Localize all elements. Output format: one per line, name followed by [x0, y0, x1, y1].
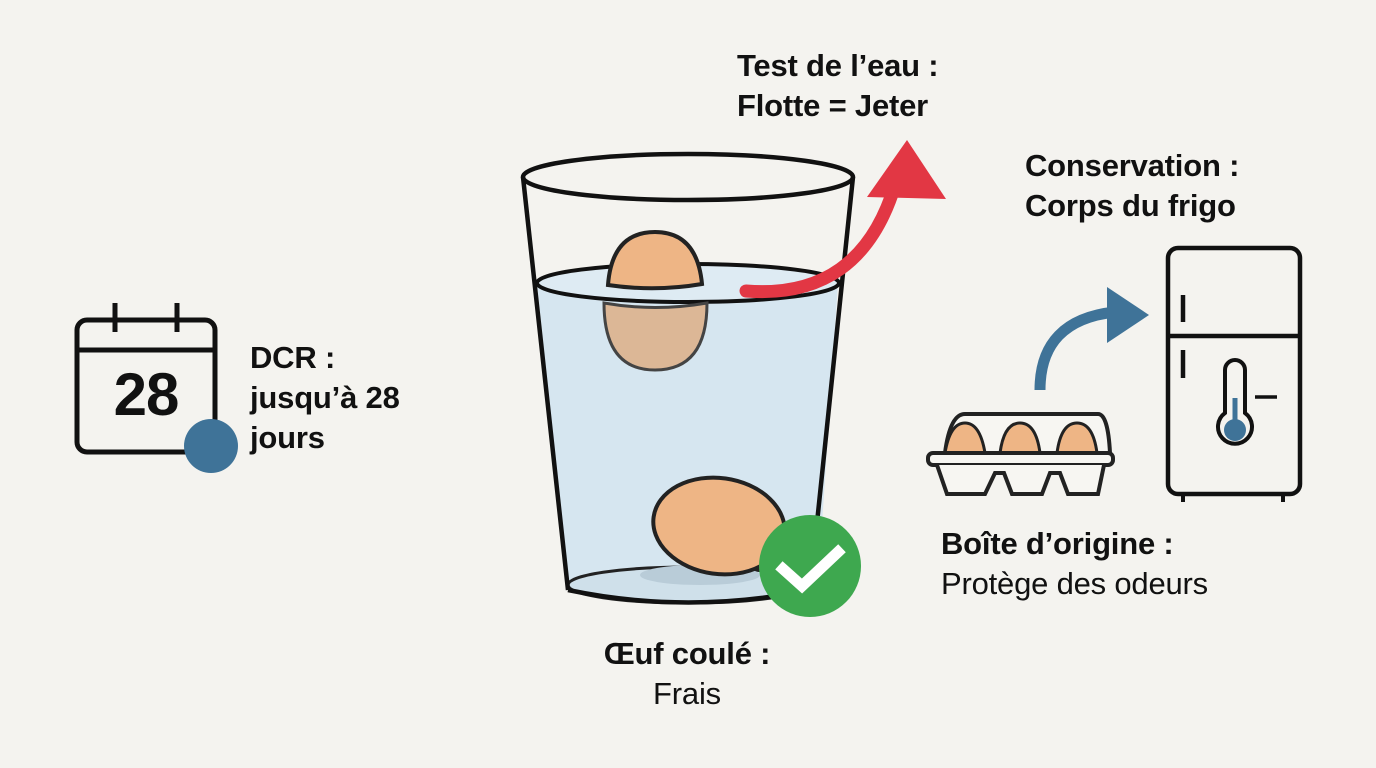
dcr-line2: jours: [250, 420, 325, 455]
sunk-egg-title: Œuf coulé :: [603, 636, 771, 671]
arrow-up-red-icon: [739, 140, 946, 299]
calendar-icon: [74, 303, 238, 473]
checkmark-icon: [759, 515, 861, 617]
dcr-line1: jusqu’à 28: [250, 380, 400, 415]
carton-title: Boîte d’origine :: [941, 526, 1174, 561]
sunk-egg-label: Œuf coulé : Frais: [560, 634, 814, 714]
storage-subtitle: Corps du frigo: [1025, 188, 1236, 223]
storage-title: Conservation :: [1025, 148, 1240, 183]
storage-label: Conservation : Corps du frigo: [1025, 146, 1239, 226]
floating-egg-bottom: [602, 301, 709, 372]
thermometer-icon: [1216, 358, 1277, 446]
dcr-title: DCR :: [250, 340, 336, 375]
dcr-label: DCR : jusqu’à 28 jours: [250, 338, 400, 458]
water-test-label: Test de l’eau : Flotte = Jeter: [737, 46, 939, 126]
carton-subtitle: Protège des odeurs: [941, 566, 1208, 601]
sunk-egg-subtitle: Frais: [653, 676, 721, 711]
water-test-title: Test de l’eau :: [737, 48, 939, 83]
arrow-curved-blue-icon: [1034, 287, 1149, 391]
water-test-subtitle: Flotte = Jeter: [737, 88, 929, 123]
floating-egg-top: [605, 229, 705, 291]
egg-carton-icon: [926, 412, 1115, 496]
fridge-icon: [1165, 245, 1303, 502]
calendar-dot-icon: [184, 419, 238, 473]
calendar-day: 28: [113, 361, 180, 428]
carton-label: Boîte d’origine : Protège des odeurs: [941, 524, 1208, 604]
